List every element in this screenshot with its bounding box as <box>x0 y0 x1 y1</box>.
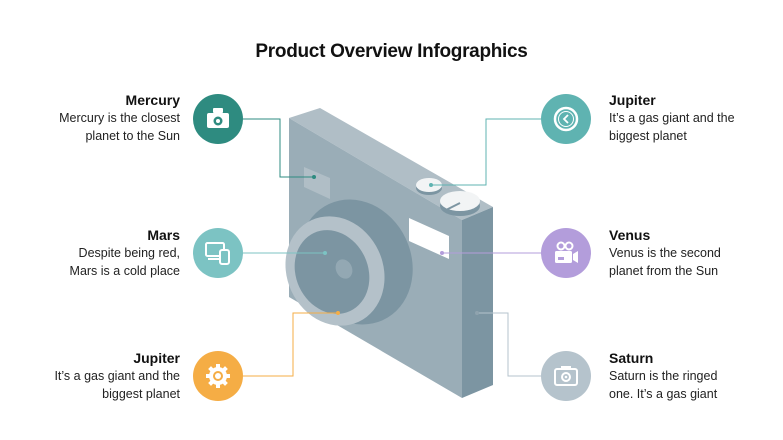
item-title: Jupiter <box>133 350 180 366</box>
item-jupiter-right: Jupiter It’s a gas giant and the biggest… <box>609 92 779 145</box>
item-desc-line2: one. It’s a gas giant <box>609 387 718 401</box>
item-desc-line1: It’s a gas giant and the <box>609 111 735 125</box>
item-desc-line1: Mercury is the closest <box>59 111 180 125</box>
item-title: Saturn <box>609 350 654 366</box>
item-title: Jupiter <box>609 92 656 108</box>
item-mercury: Mercury Mercury is the closest planet to… <box>10 92 180 145</box>
camera-icon <box>193 94 243 144</box>
camera-icon <box>541 351 591 401</box>
item-desc-line2: biggest planet <box>609 129 687 143</box>
item-desc-line2: biggest planet <box>102 387 180 401</box>
gear-icon <box>193 351 243 401</box>
item-desc-line1: Saturn is the ringed <box>609 369 718 383</box>
item-saturn: Saturn Saturn is the ringed one. It’s a … <box>609 350 779 403</box>
item-desc-line1: Despite being red, <box>78 246 180 260</box>
item-desc-line1: Venus is the second <box>609 246 721 260</box>
devices-icon <box>193 228 243 278</box>
timer-icon <box>541 94 591 144</box>
item-desc-line2: Mars is a cold place <box>69 264 180 278</box>
item-title: Mars <box>147 227 180 243</box>
item-title: Venus <box>609 227 651 243</box>
item-jupiter-left: Jupiter It’s a gas giant and the biggest… <box>10 350 180 403</box>
video-camera-icon <box>541 228 591 278</box>
item-mars: Mars Despite being red, Mars is a cold p… <box>10 227 180 280</box>
page-title: Product Overview Infographics <box>255 41 528 62</box>
item-desc-line1: It’s a gas giant and the <box>54 369 180 383</box>
item-desc-line2: planet to the Sun <box>85 129 180 143</box>
item-venus: Venus Venus is the second planet from th… <box>609 227 779 280</box>
item-desc-line2: planet from the Sun <box>609 264 719 278</box>
item-title: Mercury <box>125 92 180 108</box>
